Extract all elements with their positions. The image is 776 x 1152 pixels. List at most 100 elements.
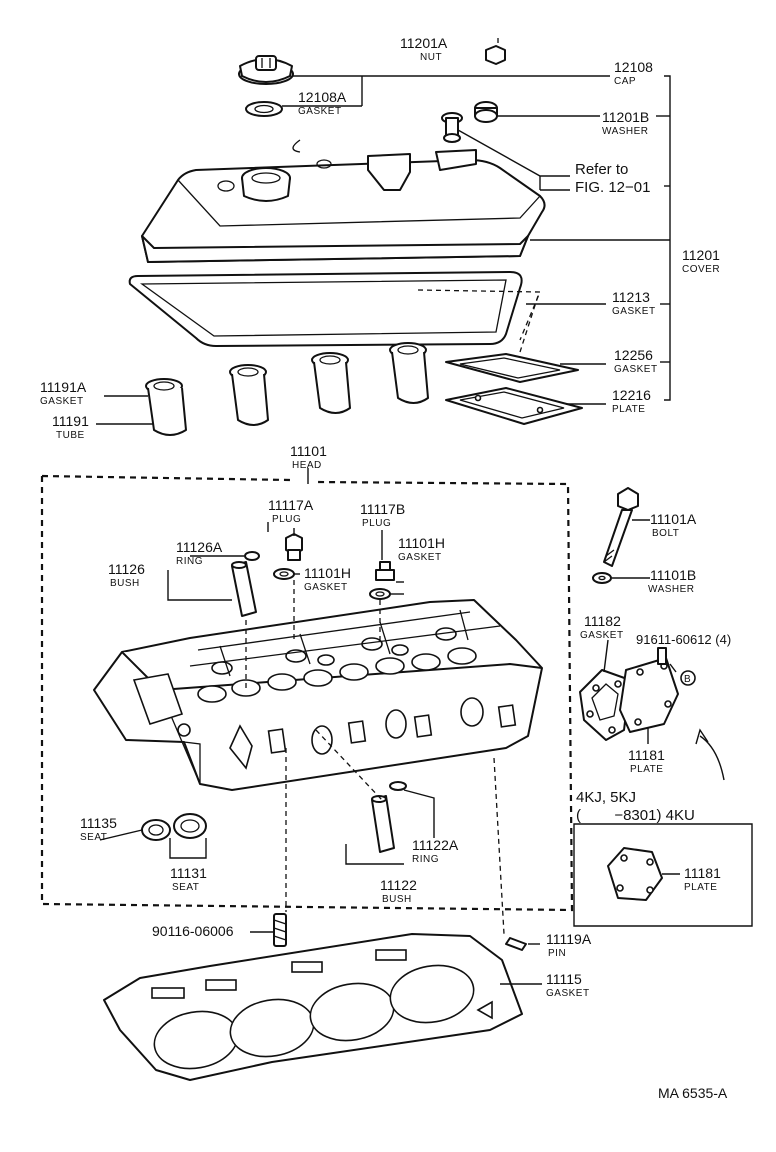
label-11101A-number: 11101A: [650, 511, 697, 527]
label-11135-name: SEAT: [80, 832, 107, 843]
label-11101A-name: BOLT: [652, 528, 679, 539]
label-11201A-number: 11201A: [400, 35, 448, 51]
label-11126-name: BUSH: [110, 578, 140, 589]
label-11122-number: 11122: [380, 877, 417, 893]
label-91611-marker: B: [684, 674, 691, 685]
label-11191-name: TUBE: [56, 430, 85, 441]
leaders-top: [96, 38, 671, 425]
ring-11122A: [389, 781, 407, 791]
breather-grommet: [441, 112, 463, 143]
label-11131-number: 11131: [170, 865, 207, 881]
label-11181-b-name: PLATE: [684, 882, 717, 893]
washer-part: [474, 101, 498, 123]
variant-box: [573, 823, 753, 927]
label-11101B-name: WASHER: [648, 584, 695, 595]
label-11181-a-number: 11181: [628, 747, 665, 763]
labels: 11201A NUT 12108 CAP 12108A GASKET 11201…: [40, 35, 731, 1101]
label-91611-number: 91611-60612 (4): [636, 632, 731, 647]
label-11191A-name: GASKET: [40, 396, 84, 407]
label-12216-name: PLATE: [612, 404, 645, 415]
label-12216-number: 12216: [612, 387, 651, 403]
label-11201B-number: 11201B: [602, 109, 649, 125]
label-11117A-name: PLUG: [272, 514, 301, 525]
oil-deflector-plate: [445, 387, 583, 425]
seat-11131: [173, 813, 207, 839]
label-11117B-number: 11117B: [360, 501, 405, 517]
label-11101H-b-name: GASKET: [398, 552, 442, 563]
label-11117A-number: 11117A: [268, 497, 314, 513]
label-11119A-number: 11119A: [546, 931, 592, 947]
leaders-head: [99, 522, 505, 935]
label-variant-line1: 4KJ, 5KJ: [576, 789, 636, 806]
label-11122-name: BUSH: [382, 894, 412, 905]
stud-bolt: [250, 913, 287, 947]
label-11182-name: GASKET: [580, 630, 624, 641]
label-11117B-name: PLUG: [362, 518, 391, 529]
label-11201A-name: NUT: [420, 52, 442, 63]
plug-11117B: [375, 561, 395, 581]
knock-pin: [505, 937, 540, 951]
leaders-plate: [603, 639, 725, 781]
label-11126A-number: 11126A: [176, 539, 223, 555]
label-11119A-name: PIN: [548, 948, 566, 959]
label-12256-number: 12256: [614, 347, 653, 363]
footer-code: MA 6535-A: [658, 1085, 728, 1101]
label-11181-a-name: PLATE: [630, 764, 663, 775]
seat-11135: [141, 819, 171, 841]
cap-gasket-ring: [245, 101, 283, 117]
plug-11117A: [285, 533, 303, 561]
label-variant-line2: ( −8301) 4KU: [576, 807, 695, 824]
label-12108-name: CAP: [614, 76, 636, 87]
label-11213-name: GASKET: [612, 306, 656, 317]
oil-deflector-gasket: [445, 353, 579, 383]
oil-filler-cap: [238, 55, 294, 85]
label-12108-number: 12108: [614, 59, 653, 75]
label-11115-name: GASKET: [546, 988, 590, 999]
cover-plate-b: [607, 847, 680, 901]
head-boundary: [40, 468, 574, 912]
label-11201-name: COVER: [682, 264, 720, 275]
label-refer-line1: Refer to: [575, 161, 628, 178]
gasket-11101H-b: [369, 588, 391, 600]
label-11122A-name: RING: [412, 854, 439, 865]
label-11101B-number: 11101B: [650, 567, 696, 583]
label-11126-number: 11126: [108, 561, 145, 577]
label-11101H-b-number: 11101H: [398, 535, 445, 551]
label-11182-number: 11182: [584, 613, 621, 629]
cover-gasket: [128, 271, 523, 347]
label-11101-name: HEAD: [292, 460, 322, 471]
cylinder-head-block: [93, 599, 543, 791]
valve-seat-row: [197, 627, 477, 703]
label-90116-number: 90116-06006: [152, 923, 234, 939]
label-12108A-number: 12108A: [298, 89, 347, 105]
bush-11122: [371, 795, 395, 853]
spark-plug-tubes: [145, 342, 429, 436]
label-11101-number: 11101: [290, 443, 327, 459]
label-11191-number: 11191: [52, 413, 89, 429]
leaders-bolt: [612, 519, 650, 579]
label-11135-number: 11135: [80, 815, 117, 831]
label-11213-number: 11213: [612, 289, 650, 305]
label-12256-name: GASKET: [614, 364, 658, 375]
label-11201B-name: WASHER: [602, 126, 649, 137]
label-11101H-a-number: 11101H: [304, 565, 351, 581]
bush-11126: [231, 561, 257, 617]
cover-plate-a: [619, 657, 679, 733]
head-bolt: [603, 487, 639, 567]
cylinder-head-gasket: [103, 933, 542, 1081]
head-bolt-washer: [592, 572, 612, 584]
cover-plate-gasket: [579, 669, 631, 741]
label-11131-name: SEAT: [172, 882, 199, 893]
label-11191A-number: 11191A: [40, 379, 87, 395]
label-11201-number: 11201: [682, 247, 720, 263]
label-11181-b-number: 11181: [684, 865, 721, 881]
label-11101H-a-name: GASKET: [304, 582, 348, 593]
label-refer-line2: FIG. 12−01: [575, 179, 650, 196]
gasket-11101H-a: [273, 568, 295, 580]
label-12108A-name: GASKET: [298, 106, 342, 117]
label-11126A-name: RING: [176, 556, 203, 567]
nut-part: [485, 45, 506, 65]
ring-11126A: [244, 551, 260, 561]
label-11122A-number: 11122A: [412, 837, 459, 853]
